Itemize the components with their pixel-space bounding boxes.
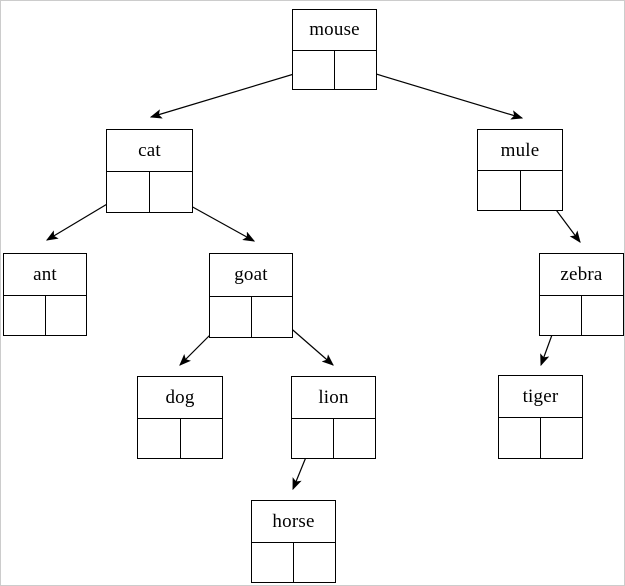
tree-node-horse: horse bbox=[251, 500, 336, 583]
node-label-dog: dog bbox=[165, 386, 195, 408]
node-label-tiger: tiger bbox=[522, 386, 559, 407]
node-pointers-ant bbox=[4, 294, 87, 336]
node-right-pointer-ant bbox=[46, 296, 87, 336]
node-label-mule: mule bbox=[500, 139, 540, 161]
tree-node-mouse: mouse bbox=[292, 9, 377, 90]
tree-node-ant: ant bbox=[3, 253, 87, 336]
tree-node-cat: cat bbox=[106, 129, 193, 213]
tree-node-tiger: tiger bbox=[498, 375, 583, 459]
tree-node-goat: goat bbox=[209, 253, 293, 338]
node-right-pointer-tiger bbox=[541, 418, 582, 458]
node-pointers-lion bbox=[292, 417, 375, 459]
node-label-zebra: zebra bbox=[560, 263, 603, 285]
tree-node-dog: dog bbox=[137, 376, 223, 459]
node-right-pointer-goat bbox=[252, 297, 293, 338]
node-left-pointer-tiger bbox=[499, 418, 541, 458]
tree-node-mule: mule bbox=[477, 129, 563, 211]
node-pointers-cat bbox=[107, 171, 192, 212]
node-right-pointer-mouse bbox=[335, 51, 376, 90]
node-pointers-tiger bbox=[499, 417, 582, 458]
tree-node-zebra: zebra bbox=[539, 253, 624, 336]
node-right-pointer-cat bbox=[150, 172, 192, 212]
node-label-horse: horse bbox=[272, 510, 315, 532]
node-label-goat: goat bbox=[234, 264, 268, 286]
node-right-pointer-mule bbox=[521, 171, 563, 210]
node-right-pointer-zebra bbox=[582, 296, 623, 336]
node-left-pointer-cat bbox=[107, 172, 150, 212]
node-pointers-goat bbox=[210, 295, 293, 338]
tree-node-lion: lion bbox=[291, 376, 376, 459]
node-label-lion: lion bbox=[318, 386, 349, 408]
node-right-pointer-horse bbox=[294, 543, 335, 583]
node-pointers-mule bbox=[478, 170, 562, 210]
node-label-ant: ant bbox=[33, 263, 57, 285]
node-left-pointer-ant bbox=[4, 295, 46, 335]
node-pointers-mouse bbox=[293, 49, 376, 90]
node-label-cat: cat bbox=[138, 140, 161, 161]
node-left-pointer-mouse bbox=[293, 50, 335, 89]
edge-arrow-mouse-cat bbox=[149, 67, 315, 119]
node-pointers-horse bbox=[252, 541, 335, 583]
node-pointers-zebra bbox=[540, 294, 623, 336]
edge-arrow-mouse-mule bbox=[352, 66, 524, 120]
node-left-pointer-dog bbox=[138, 418, 181, 458]
node-right-pointer-dog bbox=[181, 419, 223, 459]
node-left-pointer-zebra bbox=[540, 295, 582, 335]
node-left-pointer-horse bbox=[252, 542, 294, 582]
node-left-pointer-mule bbox=[478, 171, 521, 210]
node-left-pointer-goat bbox=[210, 296, 252, 337]
node-right-pointer-lion bbox=[334, 419, 375, 459]
node-pointers-dog bbox=[138, 417, 223, 459]
node-left-pointer-lion bbox=[292, 418, 334, 458]
node-label-mouse: mouse bbox=[309, 19, 360, 41]
